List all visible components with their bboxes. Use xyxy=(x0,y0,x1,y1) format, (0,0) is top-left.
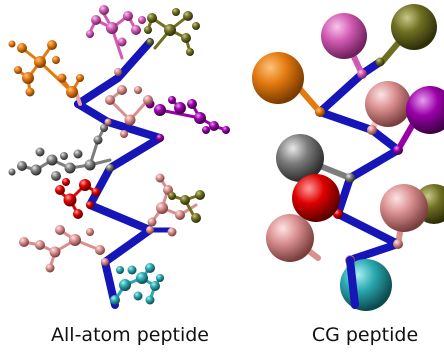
cg-peptide-model xyxy=(252,4,444,311)
all-atom-caption: All-atom peptide xyxy=(51,324,209,346)
cg-pink-bead-lower xyxy=(266,214,314,262)
cg-gray-bead xyxy=(276,134,324,182)
all-atom-gray-side-chain xyxy=(8,124,108,181)
all-atom-red-side-chain xyxy=(55,178,101,219)
all-atom-peptide-model xyxy=(8,5,230,309)
all-atom-olive-side-chain-top xyxy=(144,8,200,56)
cg-caption: CG peptide xyxy=(311,324,419,346)
all-atom-backbone-atoms xyxy=(86,38,164,266)
cg-pink-bead-middle xyxy=(380,184,428,232)
all-atom-orange-side-chain xyxy=(8,40,84,98)
cg-side-chain-beads xyxy=(252,4,444,311)
all-atom-side-chain-bonds xyxy=(16,12,228,302)
cg-pink-bead-upper xyxy=(365,81,411,127)
all-atom-pink-side-chain-lower xyxy=(19,225,105,273)
cg-magenta-bead xyxy=(321,13,367,59)
cg-backbone-front-segment xyxy=(346,256,359,309)
cg-olive-bead-top xyxy=(391,4,437,50)
all-atom-pink-side-chain-upper xyxy=(105,85,153,138)
all-atom-teal-side-chain xyxy=(110,263,164,305)
all-atom-olive-side-chain-middle xyxy=(168,190,205,223)
all-atom-pink-side-chain-middle xyxy=(147,173,185,237)
all-atom-magenta-side-chain xyxy=(86,5,146,47)
all-atom-backbone xyxy=(74,38,173,309)
cg-purple-bead xyxy=(406,86,444,134)
cg-orange-bead xyxy=(252,52,304,104)
cg-red-bead xyxy=(292,174,340,222)
